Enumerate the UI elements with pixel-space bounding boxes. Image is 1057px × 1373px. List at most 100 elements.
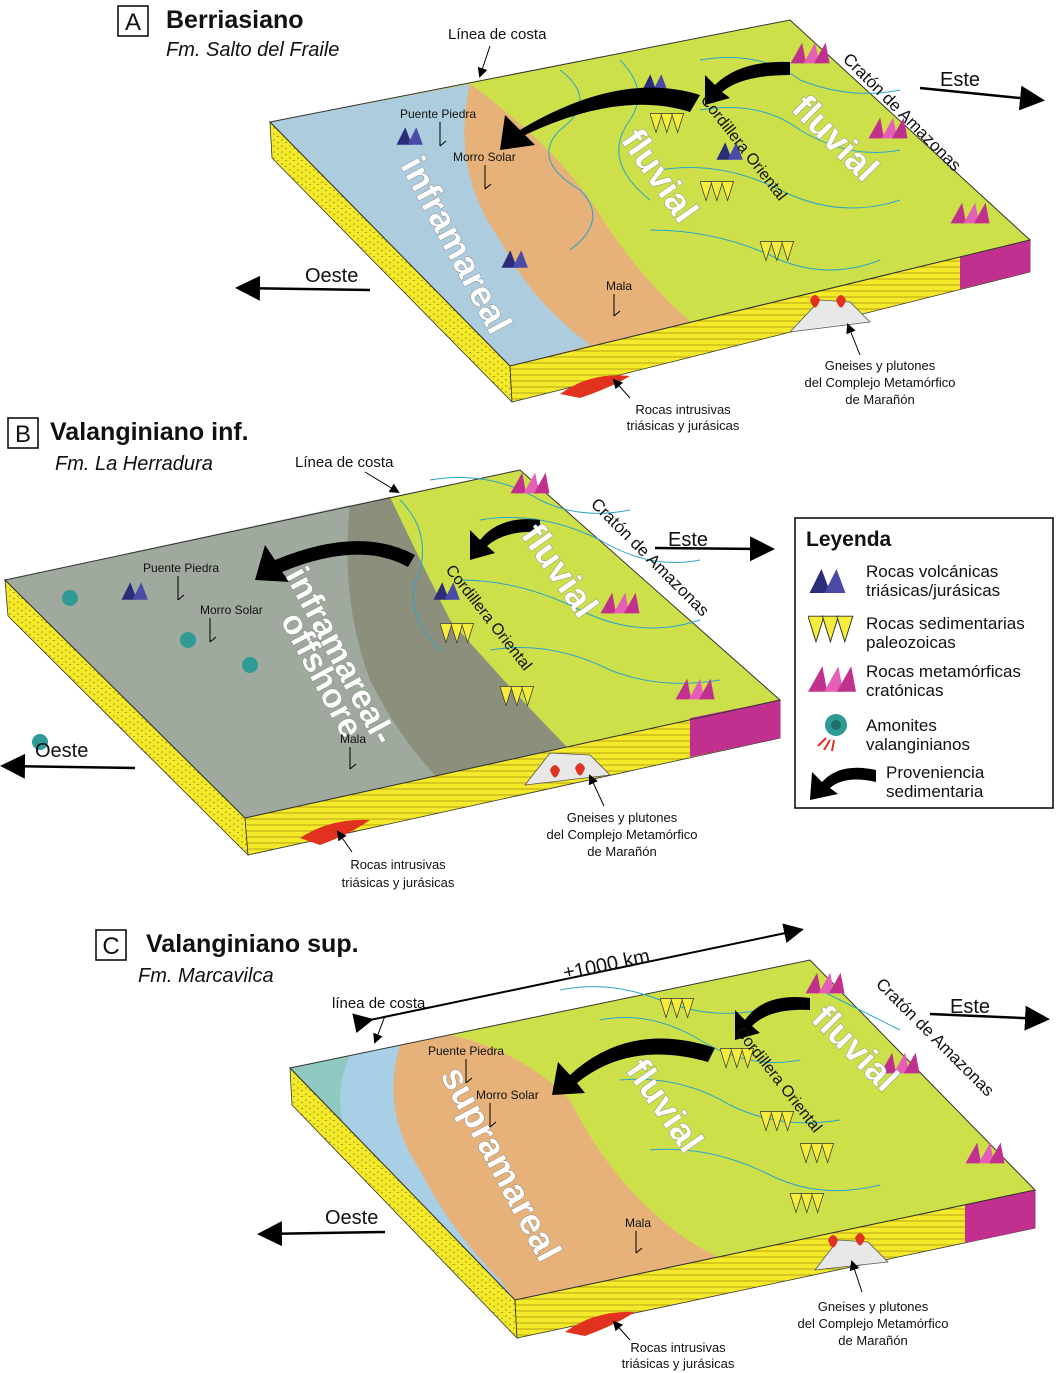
panel-b-gneiss-line-1: Gneises y plutones — [567, 810, 678, 825]
panel-b-locality-mala: Mala — [340, 732, 366, 746]
panel-b-letter-box — [7, 417, 39, 449]
legend-ammonites-line-2: valanginianos — [866, 735, 970, 754]
legend-provenance-arrow-icon — [810, 767, 876, 800]
panel-c-block — [289, 959, 1036, 1340]
panel-c-locality-mala: Mala — [625, 1216, 651, 1230]
panel-a-intrusive-line-1: Rocas intrusivas — [635, 402, 731, 417]
panel-b-symbols — [32, 472, 715, 778]
legend-ammonite-icon — [817, 714, 847, 752]
panel-a-intrusive-line-2: triásicas y jurásicas — [627, 418, 740, 433]
panel-b-marker-morro-solar — [209, 618, 217, 643]
legend-metamorphic-line-1: Rocas metamórficas — [866, 662, 1021, 681]
panel-b-provenance-arrow-2 — [470, 519, 540, 560]
panel-c-coastline-label: línea de costa — [332, 995, 426, 1012]
legend-box — [794, 517, 1054, 809]
panel-c-west-arrow — [257, 1221, 386, 1247]
panel-a-locality-puente-piedra: Puente Piedra — [400, 107, 476, 121]
panel-b-intrusive-line-2: triásicas y jurásicas — [342, 875, 455, 890]
panel-c-east-label: Este — [950, 996, 990, 1018]
legend-ammonites-line-1: Amonites — [866, 716, 937, 735]
panel-c-gneiss-line-3: de Marañón — [838, 1333, 907, 1348]
panel-b-title: Valanginiano inf. — [50, 418, 249, 446]
panel-b-west-label: Oeste — [35, 740, 88, 762]
panel-a-coastline-label: Línea de costa — [448, 26, 547, 43]
panel-a-intrusive-pointer — [612, 378, 631, 399]
panel-a-marker-morro-solar — [484, 165, 492, 190]
panel-a-marker-mala — [613, 294, 621, 317]
panel-c-title: Valanginiano sup. — [146, 930, 359, 958]
panel-b-east-label: Este — [668, 529, 708, 551]
panel-a-marker-puente-piedra — [439, 122, 447, 147]
panel-c-locality-puente-piedra: Puente Piedra — [428, 1044, 504, 1058]
panel-a-formation: Fm. Salto del Fraile — [166, 39, 339, 61]
panel-c-formation: Fm. Marcavilca — [138, 965, 274, 987]
panel-b-west-arrow — [0, 753, 136, 779]
panel-b-gneiss-line-2: del Complejo Metamórfico — [546, 827, 697, 842]
panel-c-intrusive-line-2: triásicas y jurásicas — [622, 1356, 735, 1371]
panel-b-formation: Fm. La Herradura — [55, 453, 213, 475]
panel-b-locality-puente-piedra: Puente Piedra — [143, 561, 219, 575]
panel-a-gneiss-line-3: de Marañón — [845, 392, 914, 407]
legend-metamorphic-line-2: cratónicas — [866, 681, 943, 700]
panel-a-coastline-pointer — [477, 45, 491, 78]
legend-volcanic-line-1: Rocas volcánicas — [866, 562, 998, 581]
panel-c-provenance-arrow-1 — [552, 1038, 715, 1095]
panel-c-locality-morro-solar: Morro Solar — [476, 1088, 539, 1102]
legend-provenance-line-2: sedimentaria — [886, 782, 984, 801]
panel-a-letter-box — [117, 5, 149, 37]
panel-b-coastline-label: Línea de costa — [295, 454, 394, 471]
panel-a-symbols — [396, 42, 990, 308]
panel-c-coastline-pointer — [373, 1015, 386, 1044]
panel-a-letter: A — [125, 9, 141, 36]
panel-c-gneiss-pointer — [849, 1260, 863, 1293]
legend-sedimentary-symbol — [808, 615, 854, 643]
panel-a-locality-morro-solar: Morro Solar — [453, 150, 516, 164]
panel-c-intrusive-line-1: Rocas intrusivas — [630, 1340, 726, 1355]
panel-c: C Valanginiano sup. Fm. Marcavilca ±1000… — [95, 923, 1050, 1371]
panel-a-gneiss-line-2: del Complejo Metamórfico — [804, 375, 955, 390]
panel-c-distance-label: ±1000 km — [561, 945, 651, 985]
panel-c-letter: C — [102, 933, 119, 960]
panel-b-gneiss-line-3: de Marañón — [587, 844, 656, 859]
panel-a-east-label: Este — [940, 69, 980, 91]
panel-b-block — [3, 469, 782, 857]
panel-a-block — [268, 19, 1032, 404]
legend-volcanic-line-2: triásicas/jurásicas — [866, 581, 1000, 600]
panel-b-east-arrow — [654, 536, 775, 562]
panel-a-gneiss-pointer — [846, 323, 861, 356]
legend: Leyenda Rocas volcánicas triásicas/jurás… — [794, 517, 1054, 809]
panel-b: B Valanginiano inf. Fm. La Herradura Lín… — [0, 417, 782, 890]
panel-c-gneiss-line-2: del Complejo Metamórfico — [797, 1316, 948, 1331]
panel-a-west-label: Oeste — [305, 265, 358, 287]
panel-c-intrusive-pointer — [612, 1320, 631, 1341]
panel-a-gneiss-line-1: Gneises y plutones — [825, 358, 936, 373]
panel-b-intrusive-pointer — [336, 830, 353, 853]
panel-c-west-label: Oeste — [325, 1207, 378, 1229]
legend-title: Leyenda — [806, 528, 892, 551]
panel-b-intrusive-line-1: Rocas intrusivas — [350, 857, 446, 872]
panel-a-locality-mala: Mala — [606, 279, 632, 293]
panel-c-marker-puente-piedra — [465, 1059, 473, 1084]
panel-c-gneiss-line-1: Gneises y plutones — [818, 1299, 929, 1314]
panel-a-west-arrow — [235, 275, 371, 301]
panel-c-marker-morro-solar — [489, 1103, 497, 1128]
panel-a-provenance-arrow-1 — [500, 87, 700, 150]
panel-b-marker-puente-piedra — [177, 576, 185, 601]
panel-b-marker-mala — [349, 747, 357, 770]
panel-c-east-arrow — [929, 1005, 1050, 1031]
panel-b-coastline-pointer — [364, 471, 400, 494]
legend-sedimentary-line-1: Rocas sedimentarias — [866, 614, 1025, 633]
panel-a-title: Berriasiano — [166, 6, 304, 34]
panel-c-marker-mala — [635, 1231, 643, 1254]
panel-c-symbols — [660, 972, 1005, 1248]
panel-b-provenance-arrow-1 — [255, 541, 415, 582]
panel-b-gneiss-pointer — [588, 774, 605, 807]
panel-a-provenance-arrow-2 — [705, 61, 790, 105]
panel-a: A Berriasiano Fm. Salto del Fraile Línea… — [117, 5, 1045, 433]
panel-b-letter: B — [15, 421, 31, 448]
panel-c-distance-arrow — [352, 923, 804, 1034]
panel-b-locality-morro-solar: Morro Solar — [200, 603, 263, 617]
legend-provenance-line-1: Proveniencia — [886, 763, 985, 782]
legend-sedimentary-line-2: paleozoicas — [866, 633, 956, 652]
